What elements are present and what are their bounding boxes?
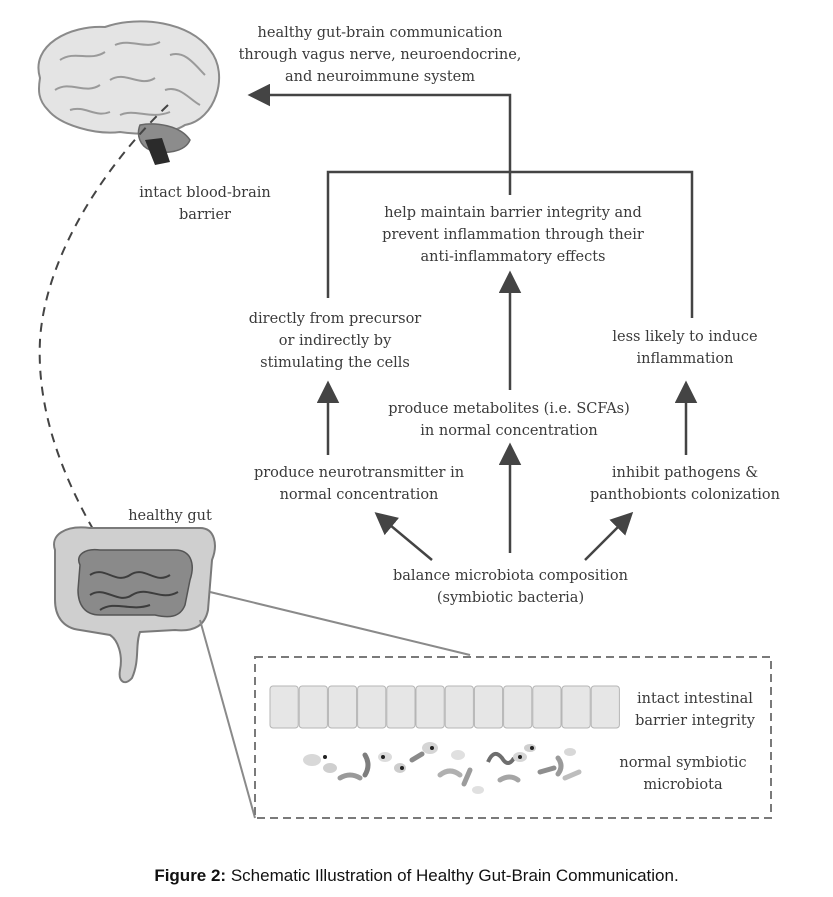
intestinal-cell	[327, 685, 358, 729]
intestinal-cell	[298, 685, 328, 729]
zoom-line-top	[209, 591, 471, 656]
intestinal-cell	[386, 685, 416, 729]
intestinal-cell	[503, 685, 533, 729]
gut-brain-dashed-path	[38, 104, 169, 583]
arrow-to-brain	[247, 83, 512, 195]
microbiota-illustration	[303, 742, 582, 794]
intestinal-cell	[269, 685, 299, 729]
gut-illustration	[53, 526, 216, 684]
intestinal-cell	[561, 685, 591, 729]
brain-illustration	[37, 20, 220, 165]
intestinal-cell	[415, 685, 445, 729]
figure-caption-prefix: Figure 2:	[154, 866, 227, 885]
arrow-balance-to-inhibit	[584, 511, 634, 561]
label-inhibit-pathogens: inhibit pathogens &panthobionts coloniza…	[589, 465, 781, 503]
arrow-balance-to-neurotransmitter	[374, 512, 433, 561]
flow-arrows	[247, 83, 698, 561]
figure-caption: Figure 2: Schematic Illustration of Heal…	[0, 866, 833, 886]
zoom-line-bottom	[199, 619, 256, 819]
label-metabolites: produce metabolites (i.e. SCFAs)in norma…	[388, 401, 630, 439]
intestinal-cell	[357, 685, 387, 729]
label-healthy-gut: healthy gut	[128, 508, 212, 524]
intestinal-cell	[444, 685, 474, 729]
intestinal-cell	[532, 685, 562, 729]
intestinal-cell	[590, 685, 620, 729]
intestinal-barrier-cells	[269, 685, 620, 729]
intestinal-cell	[473, 685, 504, 729]
label-balance-microbiota: balance microbiota composition(symbiotic…	[393, 568, 628, 606]
figure-caption-text: Schematic Illustration of Healthy Gut-Br…	[226, 866, 679, 885]
